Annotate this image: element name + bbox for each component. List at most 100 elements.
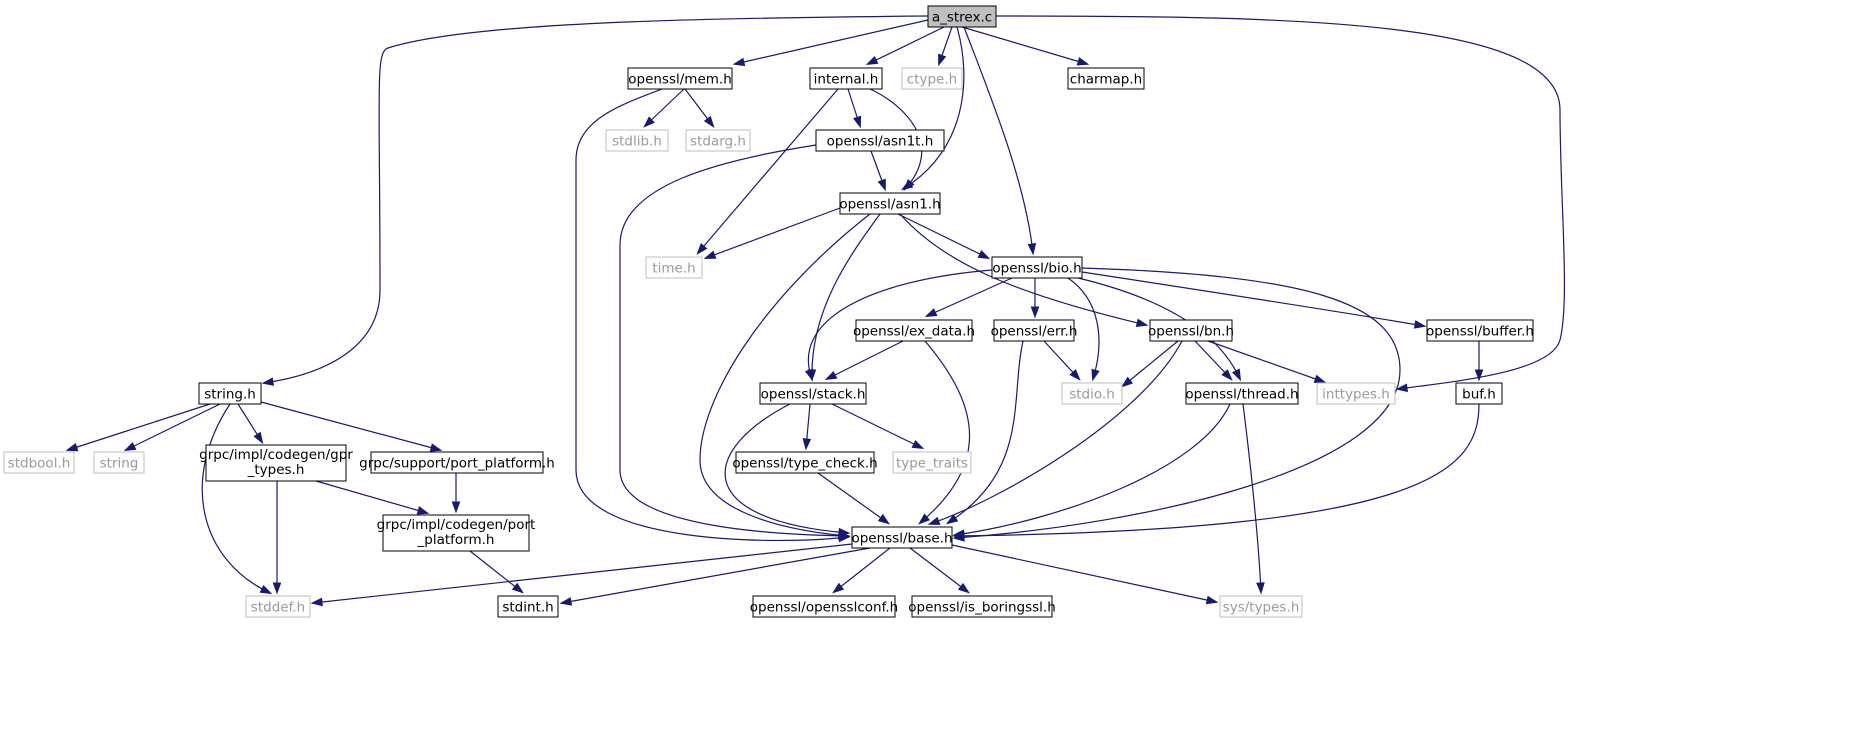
node-stdio-h: stdio.h — [1061, 382, 1123, 405]
node-label: openssl/thread.h — [1185, 387, 1298, 403]
edge-a_strex_c-to-inttypes_h — [995, 15, 1566, 393]
node-string: string — [93, 451, 145, 474]
node-a-strex-c[interactable]: a_strex.c — [927, 5, 997, 28]
edge-internal_h-to-openssl_asn1t_h — [847, 88, 862, 129]
graph-nodes: a_strex.c openssl/mem.h internal.h ctype.h c… — [3, 5, 1534, 618]
node-label: sys/types.h — [1223, 600, 1300, 616]
node-label: openssl/ex_data.h — [853, 324, 975, 340]
node-openssl-mem-h[interactable]: openssl/mem.h — [627, 67, 733, 90]
edge-a_strex_c-to-internal_h — [865, 26, 945, 66]
edge-openssl_err_h-to-openssl_base_h — [945, 340, 1024, 525]
node-internal-h[interactable]: internal.h — [809, 67, 883, 90]
node-label: openssl/base.h — [851, 531, 952, 547]
node-openssl-is-boringssl-h[interactable]: openssl/is_boringssl.h — [908, 595, 1056, 618]
node-label: grpc/impl/codegen/port — [377, 517, 536, 533]
node-label: charmap.h — [1070, 72, 1142, 88]
node-label: a_strex.c — [932, 10, 992, 26]
node-stdint-h[interactable]: stdint.h — [497, 595, 559, 618]
node-openssl-base-h[interactable]: openssl/base.h — [851, 526, 953, 549]
edge-a_strex_c-to-string_h — [261, 15, 929, 386]
edge-openssl_type_check_h-to-openssl_base_h — [817, 472, 890, 525]
node-label: internal.h — [814, 72, 879, 88]
node-label: stdint.h — [502, 600, 553, 616]
node-openssl-buffer-h[interactable]: openssl/buffer.h — [1426, 319, 1534, 342]
node-openssl-opensslconf-h[interactable]: openssl/opensslconf.h — [750, 595, 898, 618]
node-grpc-support-port-platform-h[interactable]: grpc/support/port_platform.h — [359, 451, 555, 474]
edge-a_strex_c-to-charmap_h — [961, 26, 1090, 66]
node-label: openssl/bio.h — [992, 261, 1081, 277]
node-label: stdbool.h — [8, 456, 71, 472]
edge-openssl_ex_data_h-to-openssl_stack_h — [824, 340, 904, 381]
edge-openssl_ex_data_h-to-openssl_base_h — [918, 340, 970, 525]
node-label: type_traits — [896, 456, 968, 472]
edge-string_h-to-grpc_gpr_types_h — [237, 403, 264, 445]
node-openssl-type-check-h[interactable]: openssl/type_check.h — [732, 451, 878, 474]
node-grpc-codegen-port-platform-h[interactable]: grpc/impl/codegen/port_platform.h — [377, 514, 536, 552]
edge-string_h-to-stddef_h — [201, 403, 273, 595]
node-label: openssl/bn.h — [1148, 324, 1234, 340]
graph-edges — [65, 15, 1566, 607]
edge-openssl_bio_h-to-openssl_buffer_h — [1081, 271, 1427, 329]
edge-openssl_bio_h-to-openssl_ex_data_h — [924, 277, 1013, 318]
node-label: openssl/stack.h — [761, 387, 866, 403]
edge-openssl_asn1_h-to-openssl_stack_h — [807, 213, 881, 382]
node-grpc-gpr-types-h[interactable]: grpc/impl/codegen/gpr_types.h — [199, 444, 353, 482]
edge-openssl_base_h-to-stddef_h — [310, 543, 853, 607]
node-openssl-stack-h[interactable]: openssl/stack.h — [759, 382, 867, 405]
edge-internal_h-to-openssl_asn1_h — [869, 88, 923, 191]
edge-openssl_stack_h-to-openssl_base_h — [724, 403, 851, 537]
node-time-h: time.h — [645, 256, 703, 279]
node-openssl-bn-h[interactable]: openssl/bn.h — [1148, 319, 1234, 342]
edge-openssl_asn1_h-to-openssl_base_h — [699, 213, 871, 540]
node-type-traits: type_traits — [892, 451, 972, 474]
node-label: grpc/impl/codegen/gpr — [199, 447, 353, 463]
node-string-h[interactable]: string.h — [198, 382, 262, 405]
edge-openssl_thread_h-to-sys_types_h — [1242, 403, 1265, 595]
node-label: openssl/mem.h — [628, 72, 732, 88]
node-label: ctype.h — [907, 72, 957, 88]
node-label: stdarg.h — [690, 134, 746, 150]
node-charmap-h[interactable]: charmap.h — [1067, 67, 1145, 90]
node-inttypes-h: inttypes.h — [1316, 382, 1396, 405]
edge-openssl_mem_h-to-openssl_base_h — [575, 88, 851, 543]
edge-openssl_bn_h-to-openssl_thread_h — [1194, 340, 1233, 381]
edge-internal_h-to-time_h — [696, 88, 839, 255]
node-openssl-ex-data-h[interactable]: openssl/ex_data.h — [853, 319, 975, 342]
edge-a_strex_c-to-openssl_asn1_h — [900, 26, 965, 191]
edge-openssl_asn1_h-to-time_h — [703, 207, 841, 259]
node-label: openssl/asn1t.h — [827, 134, 934, 150]
edge-a_strex_c-to-openssl_mem_h — [732, 19, 929, 67]
node-stdarg-h: stdarg.h — [685, 129, 751, 152]
edge-openssl_bio_h-to-openssl_stack_h — [804, 269, 993, 382]
node-label: string.h — [204, 387, 256, 403]
edge-openssl_thread_h-to-openssl_base_h — [952, 403, 1231, 538]
edge-openssl_stack_h-to-type_traits — [831, 403, 925, 450]
edge-openssl_asn1_h-to-openssl_bio_h — [897, 213, 991, 260]
node-label: inttypes.h — [1322, 387, 1390, 403]
node-stdbool-h: stdbool.h — [3, 451, 75, 474]
node-stddef-h: stddef.h — [245, 595, 311, 618]
node-openssl-asn1-h[interactable]: openssl/asn1.h — [839, 192, 941, 215]
edge-openssl_mem_h-to-stdarg_h — [684, 88, 715, 128]
node-buf-h[interactable]: buf.h — [1455, 382, 1503, 405]
node-ctype-h: ctype.h — [901, 67, 963, 90]
edge-openssl_base_h-to-openssl_opensslconf_h — [832, 547, 891, 594]
edge-a_strex_c-to-ctype_h — [938, 26, 953, 67]
node-label: time.h — [652, 261, 695, 277]
node-label: _platform.h — [417, 532, 495, 548]
edge-grpc_codegen_port_platform_h-to-stdint_h — [469, 550, 524, 594]
node-openssl-bio-h[interactable]: openssl/bio.h — [991, 256, 1083, 279]
node-label: openssl/opensslconf.h — [750, 600, 898, 616]
edge-openssl_mem_h-to-stdlib_h — [643, 88, 685, 128]
edge-grpc_gpr_types_h-to-grpc_codegen_port_platform_h — [315, 480, 430, 515]
node-openssl-err-h[interactable]: openssl/err.h — [991, 319, 1078, 342]
node-openssl-thread-h[interactable]: openssl/thread.h — [1185, 382, 1299, 405]
node-label: openssl/err.h — [991, 324, 1078, 340]
node-label: openssl/type_check.h — [732, 456, 877, 472]
edge-grpc_gpr_types_h-to-stddef_h — [272, 481, 282, 595]
node-label: stdlib.h — [612, 134, 662, 150]
node-openssl-asn1t-h[interactable]: openssl/asn1t.h — [815, 129, 945, 152]
node-label: buf.h — [1462, 387, 1496, 403]
edge-openssl_buffer_h-to-buf_h — [1474, 341, 1484, 382]
node-label: stdio.h — [1069, 387, 1115, 403]
